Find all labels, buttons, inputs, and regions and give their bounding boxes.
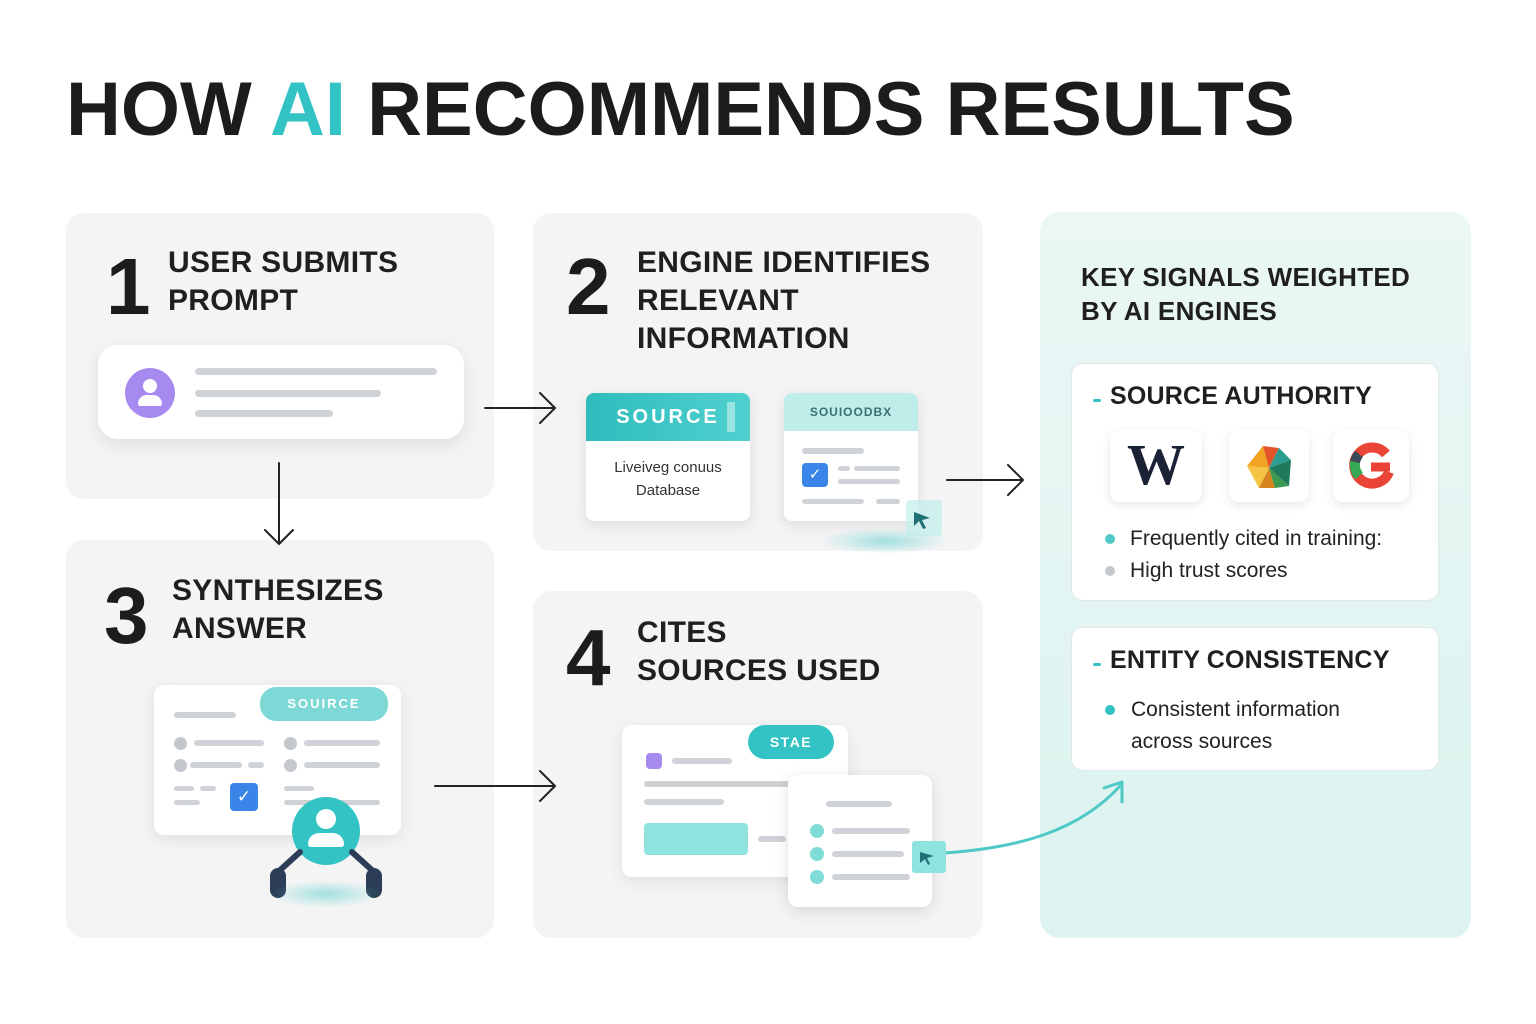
glow-decoration bbox=[270, 880, 382, 908]
answer-line bbox=[200, 786, 216, 791]
robot-arm bbox=[349, 849, 377, 875]
citation-highlight bbox=[644, 823, 748, 855]
answer-dot bbox=[284, 759, 297, 772]
citation-line bbox=[832, 828, 910, 834]
bullet-icon bbox=[1105, 566, 1115, 576]
database-card: SOUIOODBX ✓ bbox=[784, 393, 918, 521]
cited-sources-card bbox=[788, 775, 932, 907]
ai-agent-icon bbox=[292, 797, 360, 865]
wikipedia-icon: W bbox=[1110, 430, 1202, 502]
prompt-line bbox=[195, 368, 437, 375]
answer-line bbox=[190, 762, 242, 768]
database-card-header: SOUIOODBX bbox=[784, 393, 918, 431]
step-1-number: 1 bbox=[106, 242, 151, 331]
arrow-2-to-panel bbox=[946, 464, 1024, 496]
mosaic-logo-svg bbox=[1247, 446, 1291, 488]
page-title: HOW AI RECOMMENDS RESULTS bbox=[66, 67, 1295, 152]
google-logo-svg bbox=[1349, 442, 1394, 489]
citation-line bbox=[644, 781, 790, 787]
cursor-icon bbox=[906, 500, 942, 536]
entity-consistency-card bbox=[1071, 627, 1439, 771]
citation-dot bbox=[646, 753, 662, 769]
arrow-1-to-3 bbox=[264, 462, 294, 545]
signal-bullet-text: Consistent information bbox=[1131, 698, 1340, 721]
robot-hand-right bbox=[366, 868, 382, 898]
db-line bbox=[854, 466, 900, 471]
bullet-icon bbox=[1105, 534, 1115, 544]
dash-icon bbox=[1093, 663, 1101, 666]
entity-consistency-title: ENTITY CONSISTENCY bbox=[1110, 646, 1390, 674]
citation-line bbox=[832, 851, 904, 857]
citation-line bbox=[672, 758, 732, 764]
answer-dot bbox=[174, 759, 187, 772]
source-card: SOURCE Liveiveg conuus Database bbox=[586, 393, 750, 521]
db-line bbox=[876, 499, 900, 504]
cited-source-pill: STAE bbox=[748, 725, 834, 759]
answer-line bbox=[194, 740, 264, 746]
answer-dot bbox=[174, 737, 187, 750]
answer-dot bbox=[284, 737, 297, 750]
signal-bullet-text: High trust scores bbox=[1130, 559, 1288, 582]
source-card-header: SOURCE bbox=[586, 393, 750, 441]
dash-icon bbox=[1093, 399, 1101, 402]
cursor-icon bbox=[912, 841, 946, 873]
step-4-number: 4 bbox=[566, 613, 611, 702]
answer-line bbox=[174, 786, 194, 791]
arrow-3-to-4 bbox=[434, 770, 556, 802]
citation-line bbox=[826, 801, 892, 807]
citation-dot bbox=[810, 824, 824, 838]
step-2-number: 2 bbox=[566, 242, 611, 331]
google-icon bbox=[1333, 430, 1409, 502]
checkbox-icon: ✓ bbox=[230, 783, 258, 811]
answer-line bbox=[304, 762, 380, 768]
db-line bbox=[838, 479, 900, 484]
db-line bbox=[802, 448, 864, 454]
mosaic-logo-icon bbox=[1229, 430, 1309, 502]
citation-line bbox=[758, 836, 786, 842]
answer-source-pill: SOUIRCE bbox=[260, 687, 388, 721]
prompt-input-box bbox=[98, 345, 464, 439]
user-avatar-icon bbox=[125, 368, 175, 418]
citation-line bbox=[832, 874, 910, 880]
arrow-1-to-2 bbox=[484, 392, 556, 424]
citation-dot bbox=[810, 847, 824, 861]
prompt-line bbox=[195, 410, 333, 417]
robot-arm bbox=[275, 849, 303, 875]
signal-bullet-text: Frequently cited in training: bbox=[1130, 527, 1383, 550]
answer-card: SOUIRCE ✓ bbox=[154, 685, 401, 835]
robot-hand-left bbox=[270, 868, 286, 898]
answer-line bbox=[248, 762, 264, 768]
answer-line bbox=[284, 786, 314, 791]
answer-line bbox=[174, 712, 236, 718]
checkbox-icon: ✓ bbox=[802, 463, 828, 487]
source-authority-title: SOURCE AUTHORITY bbox=[1110, 382, 1373, 410]
citation-dot bbox=[810, 870, 824, 884]
title-accent: AI bbox=[270, 67, 347, 152]
answer-line bbox=[174, 800, 200, 805]
db-line bbox=[802, 499, 864, 504]
source-card-body: Liveiveg conuus Database bbox=[614, 459, 722, 499]
cursor-accent bbox=[727, 402, 735, 432]
citation-line bbox=[644, 799, 724, 805]
step-3-number: 3 bbox=[104, 571, 149, 660]
answer-line bbox=[304, 740, 380, 746]
prompt-line bbox=[195, 390, 381, 397]
arrow-4-to-panel bbox=[942, 784, 1122, 855]
db-line bbox=[838, 466, 850, 471]
bullet-icon bbox=[1105, 705, 1115, 715]
signal-bullet-text: across sources bbox=[1131, 730, 1273, 753]
